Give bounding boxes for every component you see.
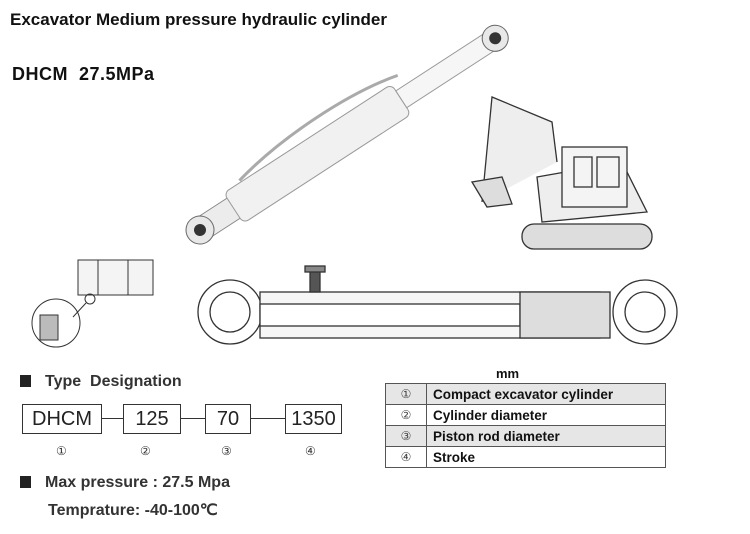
code-box-bore: 125 <box>123 404 181 434</box>
code-box-stroke: 1350 <box>285 404 342 434</box>
excavator-illustration <box>470 96 653 250</box>
max-pressure: Max pressure : 27.5 Mpa <box>20 474 230 492</box>
temperature: Temprature: -40-100℃ <box>48 502 218 519</box>
seal-detail-sketch <box>31 259 154 348</box>
bullet-square-icon <box>20 375 31 387</box>
model-label: DHCM 27.5MPa <box>12 64 155 84</box>
marker-3: ③ <box>221 444 232 458</box>
page-title: Excavator Medium pressure hydraulic cyli… <box>10 10 387 29</box>
marker-4: ④ <box>305 444 316 458</box>
connector-line <box>101 418 123 419</box>
code-box-series: DHCM <box>22 404 102 434</box>
type-designation-heading: Type Designation <box>20 373 182 391</box>
code-box-rod: 70 <box>205 404 251 434</box>
unit-label: mm <box>496 366 520 381</box>
cylinder-photo <box>185 24 509 245</box>
marker-1: ① <box>56 444 67 458</box>
marker-2: ② <box>140 444 151 458</box>
connector-line <box>250 418 285 419</box>
connector-line <box>180 418 205 419</box>
bullet-square-icon <box>20 476 31 488</box>
cylinder-cross-section <box>197 265 678 345</box>
